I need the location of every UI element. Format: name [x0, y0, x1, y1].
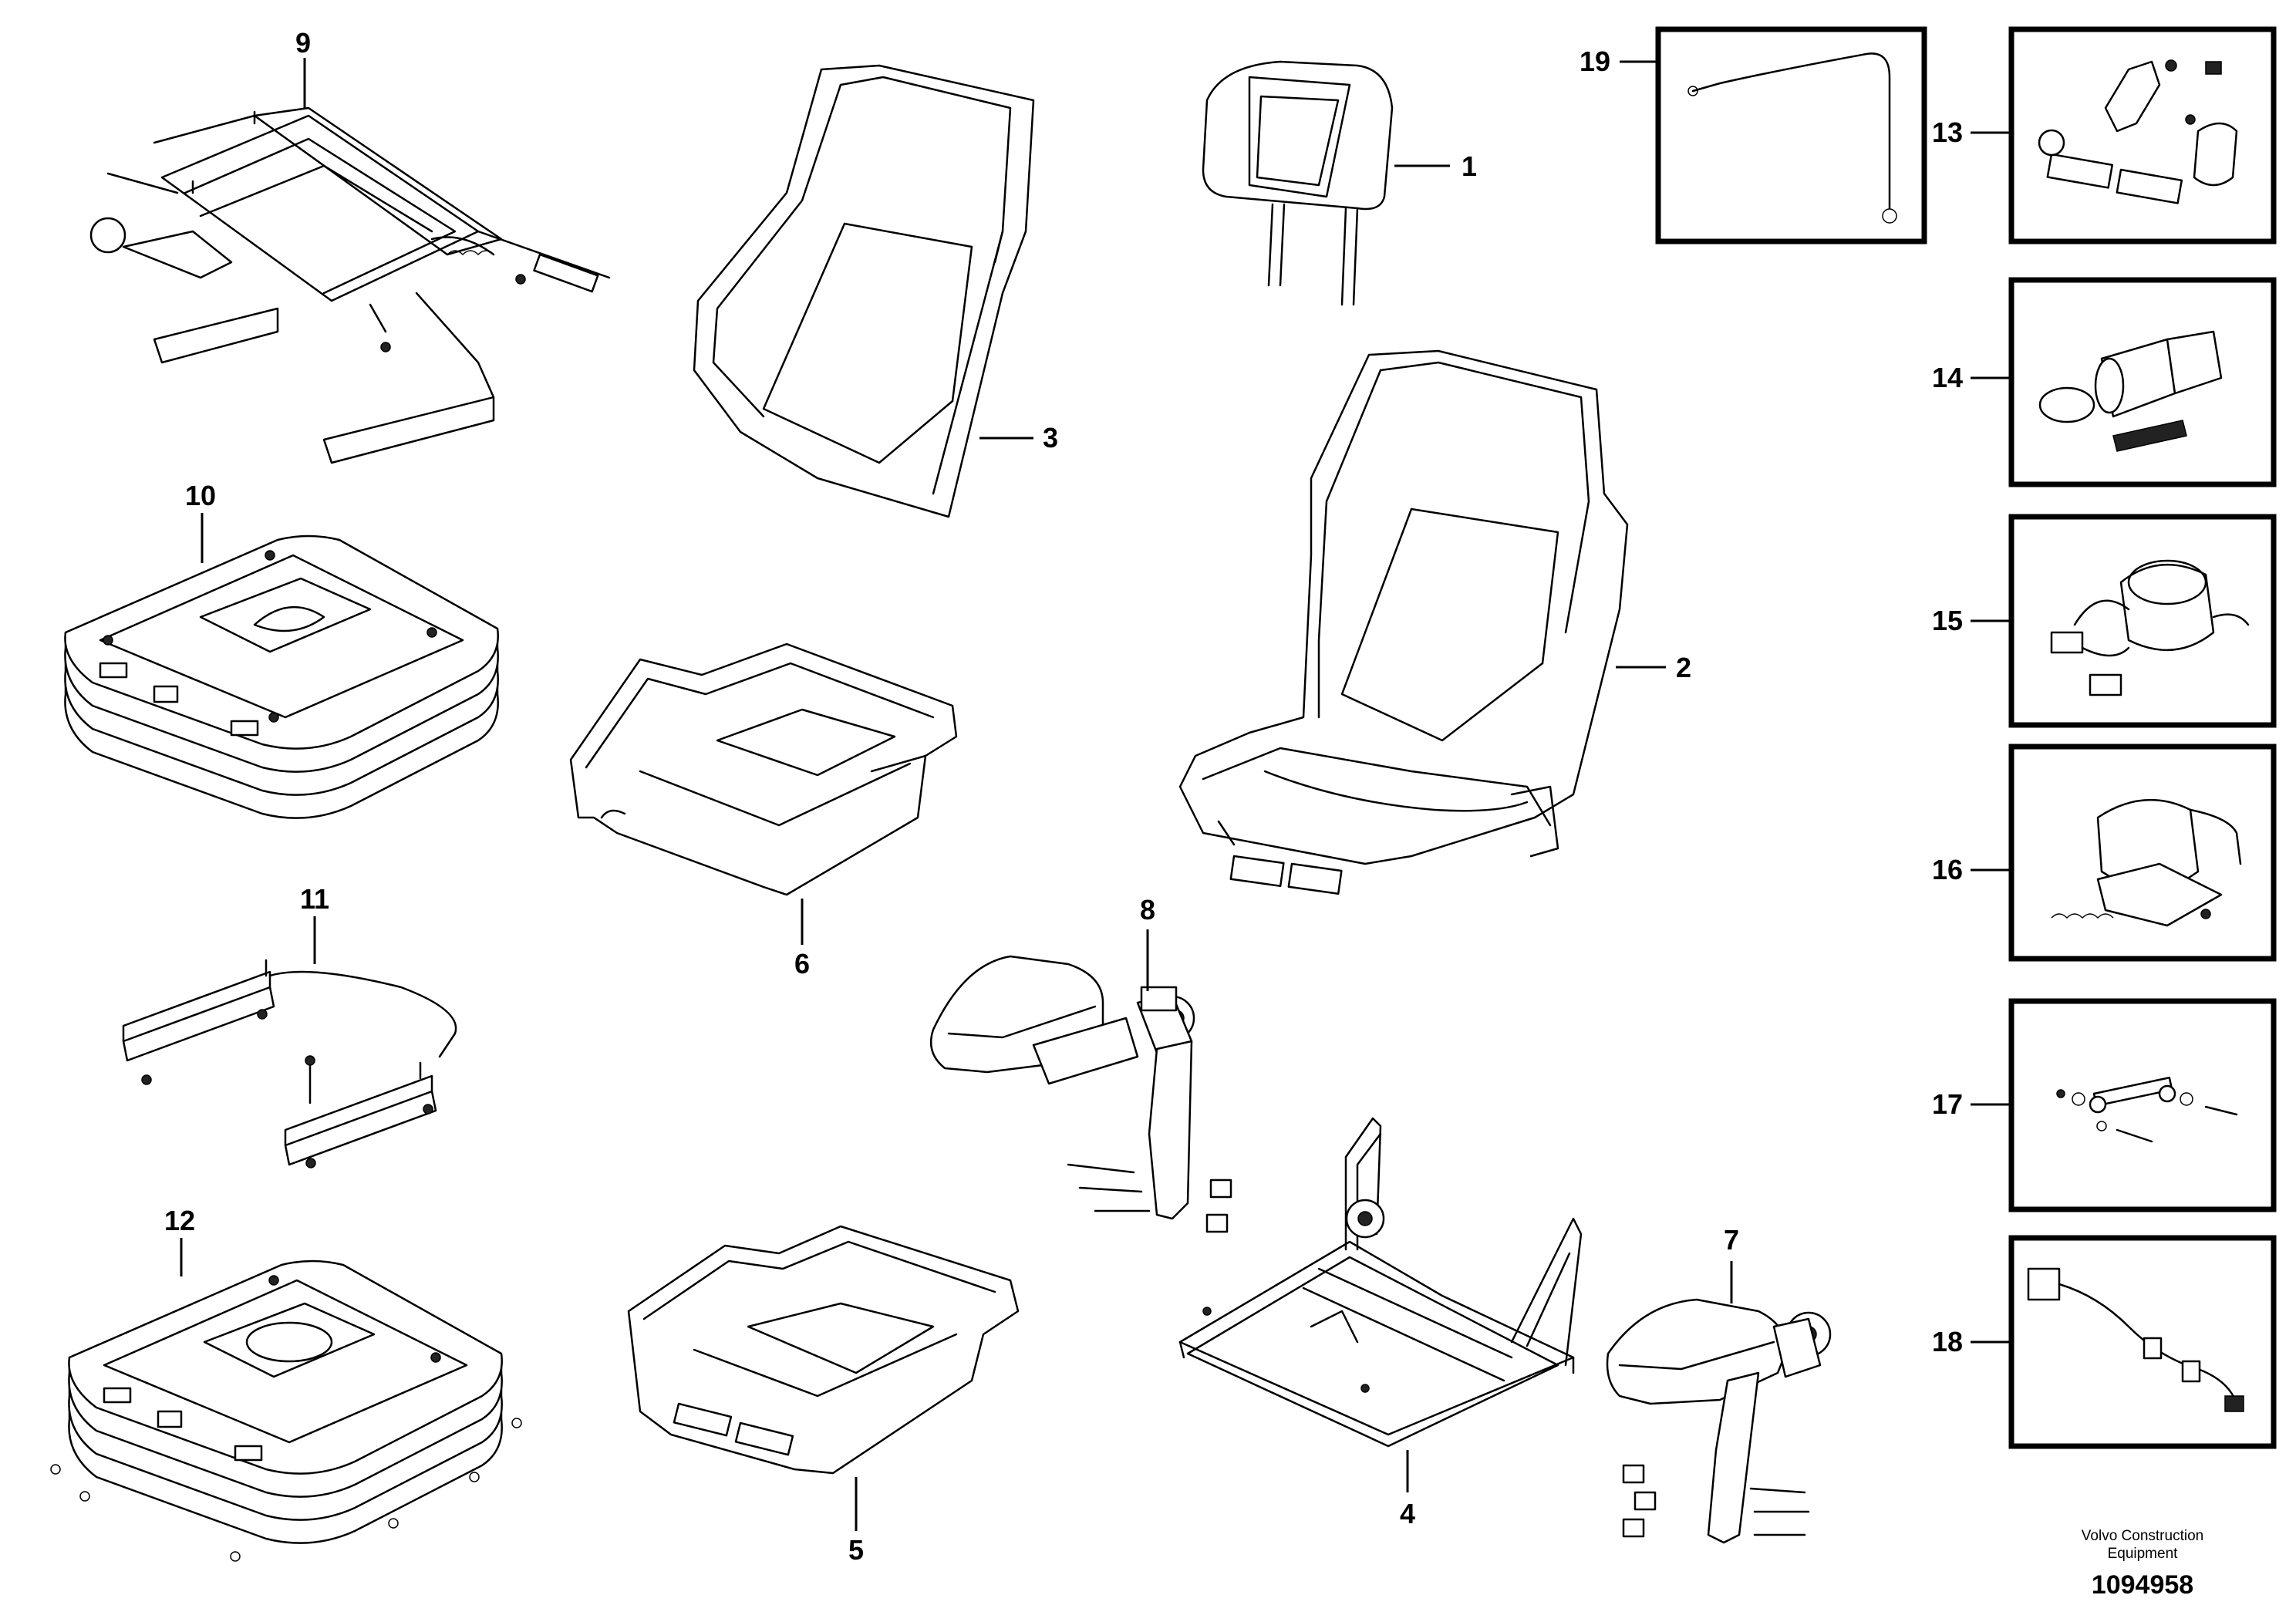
- part-2-complete-seat: [1178, 349, 1629, 895]
- callout-6: 6: [794, 948, 810, 980]
- callout-11: 11: [300, 883, 329, 915]
- part-7-armrest: [1606, 1298, 1832, 1544]
- callout-7: 7: [1724, 1224, 1739, 1256]
- part-9-slide-frame: [89, 106, 611, 464]
- part-14-motor: [2038, 330, 2223, 452]
- callout-18: 18: [1932, 1326, 1963, 1357]
- part-18-harness: [2027, 1267, 2244, 1412]
- part-19-cable: [1687, 52, 1897, 224]
- part-1-headrest: [1202, 60, 1394, 306]
- callout-5: 5: [848, 1534, 864, 1566]
- part-6-seat-cushion-cover: [569, 642, 958, 896]
- callout-1: 1: [1462, 150, 1477, 182]
- document-number: 1094958: [2092, 1570, 2193, 1600]
- part-12-base-cushion: [50, 1259, 522, 1562]
- callout-8: 8: [1140, 894, 1155, 926]
- part-19-box: [1655, 26, 1927, 244]
- callout-14: 14: [1932, 362, 1963, 393]
- part-10-base-cushion: [64, 534, 499, 819]
- part-16-compressor: [2051, 798, 2242, 927]
- part-13-parts: [2038, 59, 2238, 204]
- callout-9: 9: [295, 27, 311, 59]
- part-11-slide-rails: [122, 959, 457, 1168]
- callout-4: 4: [1400, 1498, 1415, 1529]
- part-15-fan: [2050, 559, 2250, 696]
- callout-15: 15: [1932, 605, 1963, 636]
- part-3-backrest-cover: [693, 64, 1035, 518]
- callout-13: 13: [1932, 116, 1963, 148]
- callout-17: 17: [1932, 1088, 1963, 1120]
- part-4-seat-frame: [1178, 1117, 1583, 1448]
- callout-12: 12: [164, 1205, 195, 1236]
- callout-10: 10: [185, 480, 216, 511]
- part-17-box: [2008, 998, 2277, 1212]
- part-17-pins: [2056, 1076, 2238, 1143]
- callout-19: 19: [1580, 46, 1610, 77]
- company-name-line1: Volvo Construction: [2082, 1528, 2203, 1544]
- part-5-seat-cushion: [627, 1225, 1020, 1475]
- company-name-line2: Equipment: [2108, 1546, 2179, 1562]
- part-8-armrest: [929, 955, 1232, 1233]
- callout-2: 2: [1676, 652, 1691, 683]
- callout-16: 16: [1932, 854, 1963, 885]
- callout-3: 3: [1043, 422, 1058, 454]
